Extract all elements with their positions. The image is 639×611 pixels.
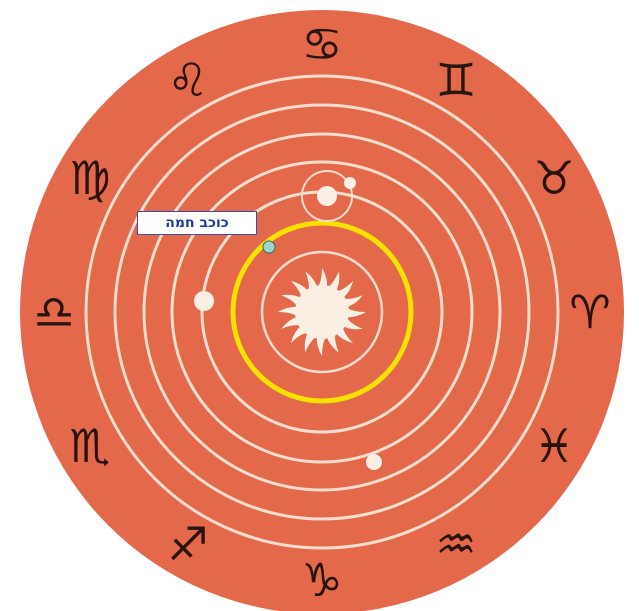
planet-upper	[317, 186, 337, 206]
zodiac-virgo-icon: ♍	[69, 151, 110, 205]
zodiac-ring-border	[84, 74, 560, 550]
moon	[344, 177, 356, 189]
sun-ray	[316, 336, 327, 356]
sun-ray	[346, 307, 366, 318]
mercury-orbit-highlight	[230, 220, 414, 404]
zodiac-gemini-icon: ♊	[435, 53, 476, 107]
zodiac-pisces-icon: ♓	[533, 419, 574, 473]
zodiac-aquarius-icon: ♒	[435, 517, 476, 571]
mercury-planet	[262, 240, 276, 254]
orbit-ring-5	[142, 132, 502, 492]
planet-left	[194, 291, 214, 311]
sun-ray	[278, 306, 298, 317]
planet-lower	[366, 454, 382, 470]
zodiac-scorpio-icon: ♏	[69, 419, 110, 473]
mercury-label: כוכב חמה	[137, 211, 257, 235]
zodiac-leo-icon: ♌	[167, 53, 208, 107]
zodiac-cancer-icon: ♋	[301, 17, 342, 71]
zodiac-sagittarius-icon: ♐	[167, 517, 208, 571]
zodiac-aries-icon: ♈	[569, 285, 610, 339]
orbit-ring-4	[170, 160, 474, 464]
zodiac-symbols: ♋ ♊ ♉ ♈ ♓ ♒ ♑ ♐ ♏ ♎ ♍ ♌	[33, 17, 610, 607]
sun	[295, 285, 349, 339]
moon-orbit	[301, 170, 353, 222]
zodiac-libra-icon: ♎	[33, 285, 74, 339]
orbit-ring-1	[260, 250, 384, 374]
zodiac-taurus-icon: ♉	[533, 151, 574, 205]
zodiac-capricorn-icon: ♑	[301, 553, 342, 607]
sun-ray	[317, 268, 328, 288]
orbit-ring-6	[113, 103, 531, 521]
